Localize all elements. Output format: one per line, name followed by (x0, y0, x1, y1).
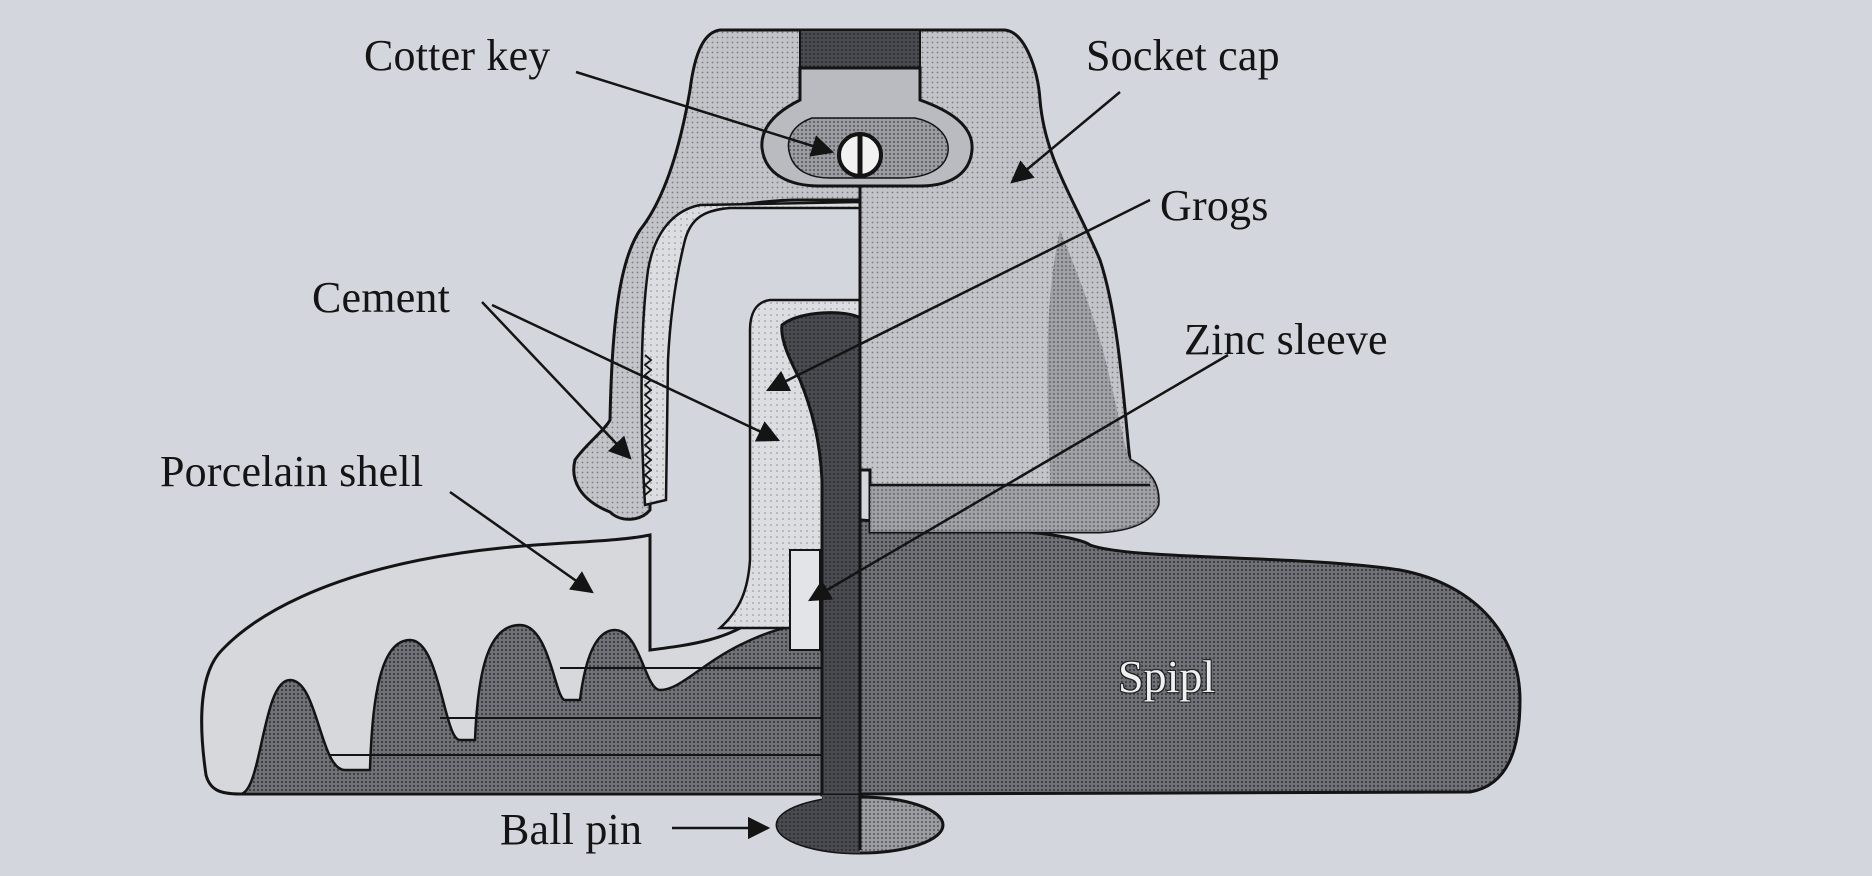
label-zinc-sleeve: Zinc sleeve (1184, 315, 1388, 364)
label-spipl: Spipl (1118, 651, 1216, 702)
label-cement: Cement (312, 273, 451, 322)
porcelain-ribs (239, 618, 862, 796)
label-socket-cap: Socket cap (1086, 31, 1280, 80)
socket-cap-leader (1010, 91, 1121, 184)
zinc-sleeve (789, 549, 821, 651)
label-grogs: Grogs (1160, 181, 1269, 230)
cement-leader-2 (491, 303, 781, 442)
socket-cap-shade (870, 230, 1159, 532)
cement-layer (640, 200, 862, 507)
cotter-key-leader (575, 70, 835, 157)
ball-pin-shaft (780, 311, 862, 797)
cement-leader-1 (481, 301, 632, 460)
label-ball-pin: Ball pin (500, 805, 643, 854)
grogs-leader (765, 198, 1151, 392)
label-porcelain-shell: Porcelain shell (160, 447, 424, 496)
porcelain-shell-leader (449, 490, 594, 594)
cap-top-slot (799, 29, 921, 69)
zinc-sleeve-leader (808, 353, 1229, 602)
label-cotter-key: Cotter key (364, 31, 551, 80)
